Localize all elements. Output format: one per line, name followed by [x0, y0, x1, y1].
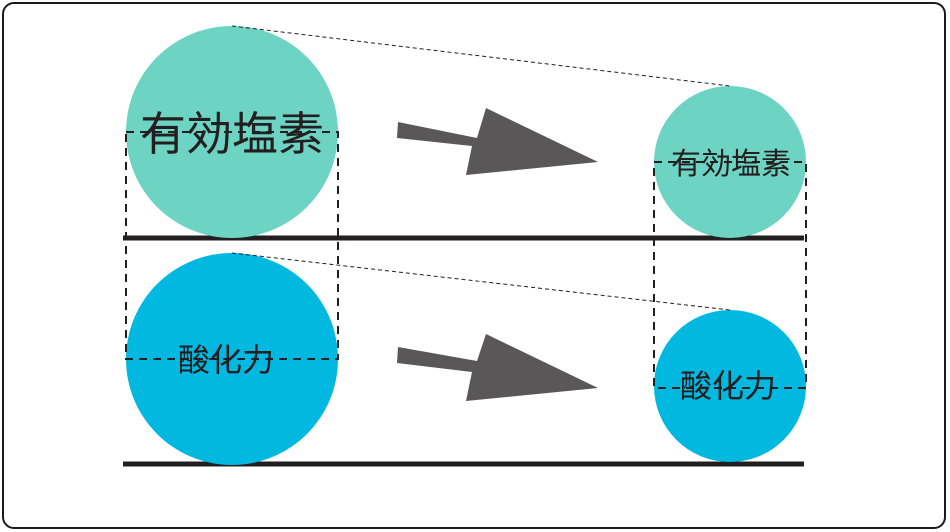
bottom-arrow-icon	[397, 334, 598, 401]
large-oxidation-label: 酸化力	[178, 341, 274, 379]
small-oxidation-circle	[654, 310, 806, 462]
top-arrow-icon	[397, 108, 598, 175]
large-chlorine-label: 有効塩素	[140, 107, 324, 161]
small-dashed-box	[653, 161, 807, 389]
large-dashed-box	[125, 131, 339, 360]
small-chlorine-label: 有効塩素	[671, 147, 791, 182]
small-oxidation-label: 酸化力	[680, 367, 776, 405]
large-oxidation-circle	[126, 253, 338, 465]
